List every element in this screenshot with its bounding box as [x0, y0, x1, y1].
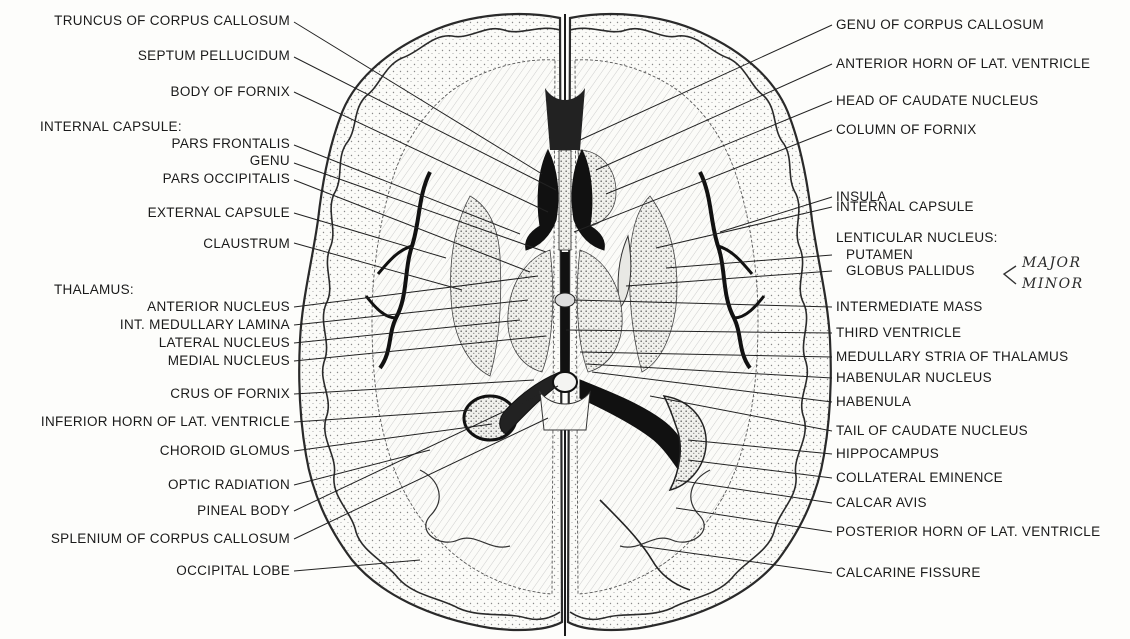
label-optic-radiation: OPTIC RADIATION	[168, 477, 290, 493]
label-collateral-eminence: COLLATERAL EMINENCE	[836, 470, 1003, 486]
handwritten-bracket	[1004, 266, 1016, 284]
label-medial-nucleus: MEDIAL NUCLEUS	[168, 353, 290, 369]
label-head-caudate-nucleus: HEAD OF CAUDATE NUCLEUS	[836, 93, 1038, 109]
label-calcar-avis: CALCAR AVIS	[836, 495, 927, 511]
label-third-ventricle: THIRD VENTRICLE	[836, 325, 961, 341]
label-globus-pallidus: GLOBUS PALLIDUS	[846, 263, 975, 279]
label-truncus-corpus-callosum: TRUNCUS OF CORPUS CALLOSUM	[54, 13, 290, 29]
label-septum-pellucidum: SEPTUM PELLUCIDUM	[138, 48, 290, 64]
label-habenula: HABENULA	[836, 394, 911, 410]
label-occipital-lobe: OCCIPITAL LOBE	[176, 563, 290, 579]
label-lenticular-nucleus-heading: LENTICULAR NUCLEUS:	[836, 230, 998, 246]
label-lateral-nucleus: LATERAL NUCLEUS	[159, 335, 290, 351]
label-anterior-nucleus: ANTERIOR NUCLEUS	[147, 299, 290, 315]
intermediate-mass	[555, 293, 575, 307]
label-genu: GENU	[250, 153, 290, 169]
label-medullary-stria-thalamus: MEDULLARY STRIA OF THALAMUS	[836, 349, 1068, 365]
right-hemisphere	[568, 14, 831, 630]
label-posterior-horn-lat-ventricle: POSTERIOR HORN OF LAT. VENTRICLE	[836, 524, 1100, 540]
label-splenium-corpus-callosum: SPLENIUM OF CORPUS CALLOSUM	[51, 531, 290, 547]
label-hippocampus: HIPPOCAMPUS	[836, 446, 939, 462]
label-pars-frontalis: PARS FRONTALIS	[172, 136, 290, 152]
label-int-medullary-lamina: INT. MEDULLARY LAMINA	[120, 317, 290, 333]
handwritten-minor: MINOR	[1022, 276, 1084, 292]
label-body-of-fornix: BODY OF FORNIX	[171, 84, 290, 100]
label-anterior-horn-lat-ventricle: ANTERIOR HORN OF LAT. VENTRICLE	[836, 56, 1090, 72]
label-crus-of-fornix: CRUS OF FORNIX	[170, 386, 290, 402]
label-thalamus-heading: THALAMUS:	[54, 282, 134, 298]
label-inferior-horn-lat-ventricle: INFERIOR HORN OF LAT. VENTRICLE	[41, 414, 290, 430]
label-intermediate-mass: INTERMEDIATE MASS	[836, 299, 983, 315]
label-external-capsule: EXTERNAL CAPSULE	[148, 205, 290, 221]
left-hemisphere	[299, 14, 562, 630]
septum-pellucidum	[559, 150, 571, 250]
label-calcarine-fissure: CALCARINE FISSURE	[836, 565, 981, 581]
third-ventricle	[561, 252, 569, 372]
label-choroid-glomus: CHOROID GLOMUS	[160, 443, 290, 459]
label-claustrum: CLAUSTRUM	[203, 236, 290, 252]
label-genu-corpus-callosum: GENU OF CORPUS CALLOSUM	[836, 17, 1044, 33]
label-putamen: PUTAMEN	[846, 247, 913, 263]
label-pars-occipitalis: PARS OCCIPITALIS	[163, 171, 290, 187]
label-habenular-nucleus: HABENULAR NUCLEUS	[836, 370, 992, 386]
label-column-of-fornix: COLUMN OF FORNIX	[836, 122, 977, 138]
label-internal-capsule-heading: INTERNAL CAPSULE:	[40, 119, 182, 135]
label-tail-caudate-nucleus: TAIL OF CAUDATE NUCLEUS	[836, 423, 1028, 439]
label-pineal-body: PINEAL BODY	[197, 503, 290, 519]
handwritten-major: MAJOR	[1022, 255, 1082, 271]
label-internal-capsule: INTERNAL CAPSULE	[836, 199, 974, 215]
pineal-body	[553, 372, 577, 392]
